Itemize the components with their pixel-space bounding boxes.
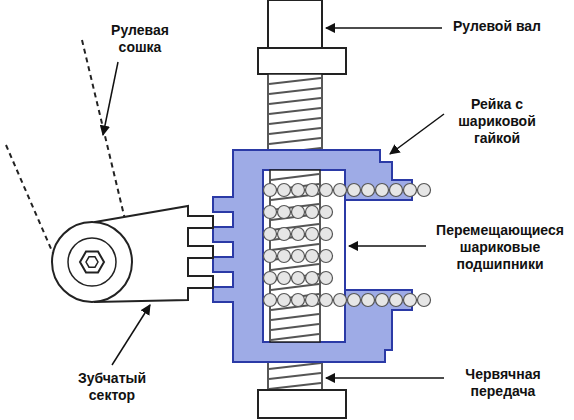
ball [306,250,319,263]
ball [320,250,333,263]
ball [306,294,319,307]
ball [264,228,277,241]
thread-line [269,118,321,124]
ball [292,228,305,241]
thread-line [269,98,321,104]
ball [362,294,375,307]
ball [404,184,417,197]
worm-thread [268,74,322,154]
rack-ball-nut [213,150,412,362]
ball [278,228,291,241]
ball [418,184,431,197]
worm-thread [270,170,320,342]
pitman-arm-hub [52,222,132,302]
thread-line [269,128,321,134]
ball [390,294,403,307]
ball [264,250,277,263]
ball [264,206,277,219]
hub-ring [68,238,116,286]
thread-lines [271,174,319,340]
leader-line [326,377,444,379]
leader-line [112,305,150,365]
dashed-arm [82,40,128,232]
ball [264,184,277,197]
thread-line [269,363,321,369]
part-label: Рулевая сошка [99,22,181,56]
ball [292,250,305,263]
ball [278,206,291,219]
ball [306,272,319,285]
ball [418,294,431,307]
ball [320,228,333,241]
ball [362,184,375,197]
ball [334,294,347,307]
hex-nut [86,257,98,267]
ball [264,294,277,307]
part-label: Червячная передача [447,366,559,400]
ball [306,206,319,219]
ball [278,294,291,307]
ball [292,294,305,307]
ball [292,206,305,219]
ball [320,206,333,219]
ball [306,228,319,241]
shaft [268,0,322,50]
thread-line [269,88,321,94]
thread-line [271,334,319,340]
ball [376,184,389,197]
ball [320,294,333,307]
thread-line [269,78,321,84]
thread-line [271,324,319,330]
ball [278,184,291,197]
ball [278,272,291,285]
ball [334,184,347,197]
leader-line [390,114,444,154]
leader-line [103,62,118,135]
thread-line [269,138,321,144]
leader-line [326,27,442,29]
leader-line [349,245,426,247]
part-label: Рулевой вал [451,18,543,35]
thread-line [269,373,321,379]
thread-line [271,264,319,270]
ball [306,184,319,197]
part-label: Рейка с шариковой гайкой [446,96,548,147]
dashed-arm [6,145,55,258]
hex-nut [80,252,104,273]
thread-line [271,174,319,180]
thread-line [269,383,321,389]
ball [348,294,361,307]
nut-cavity [263,170,345,342]
ball-bearings [264,184,431,307]
part-label: Зубчатый сектор [62,370,162,404]
thread-line [269,108,321,114]
ball [292,272,305,285]
ball [376,294,389,307]
ball [320,272,333,285]
ball [278,250,291,263]
thread-lines [269,78,321,154]
shaft-collar [258,390,346,418]
thread-line [271,314,319,320]
part-label: Перемещающиеся шариковые подшипники [430,222,570,273]
ball [292,184,305,197]
ball [320,184,333,197]
shaft-collar [258,48,346,74]
ball [390,184,403,197]
ball [348,184,361,197]
ball [404,294,417,307]
ball [264,272,277,285]
